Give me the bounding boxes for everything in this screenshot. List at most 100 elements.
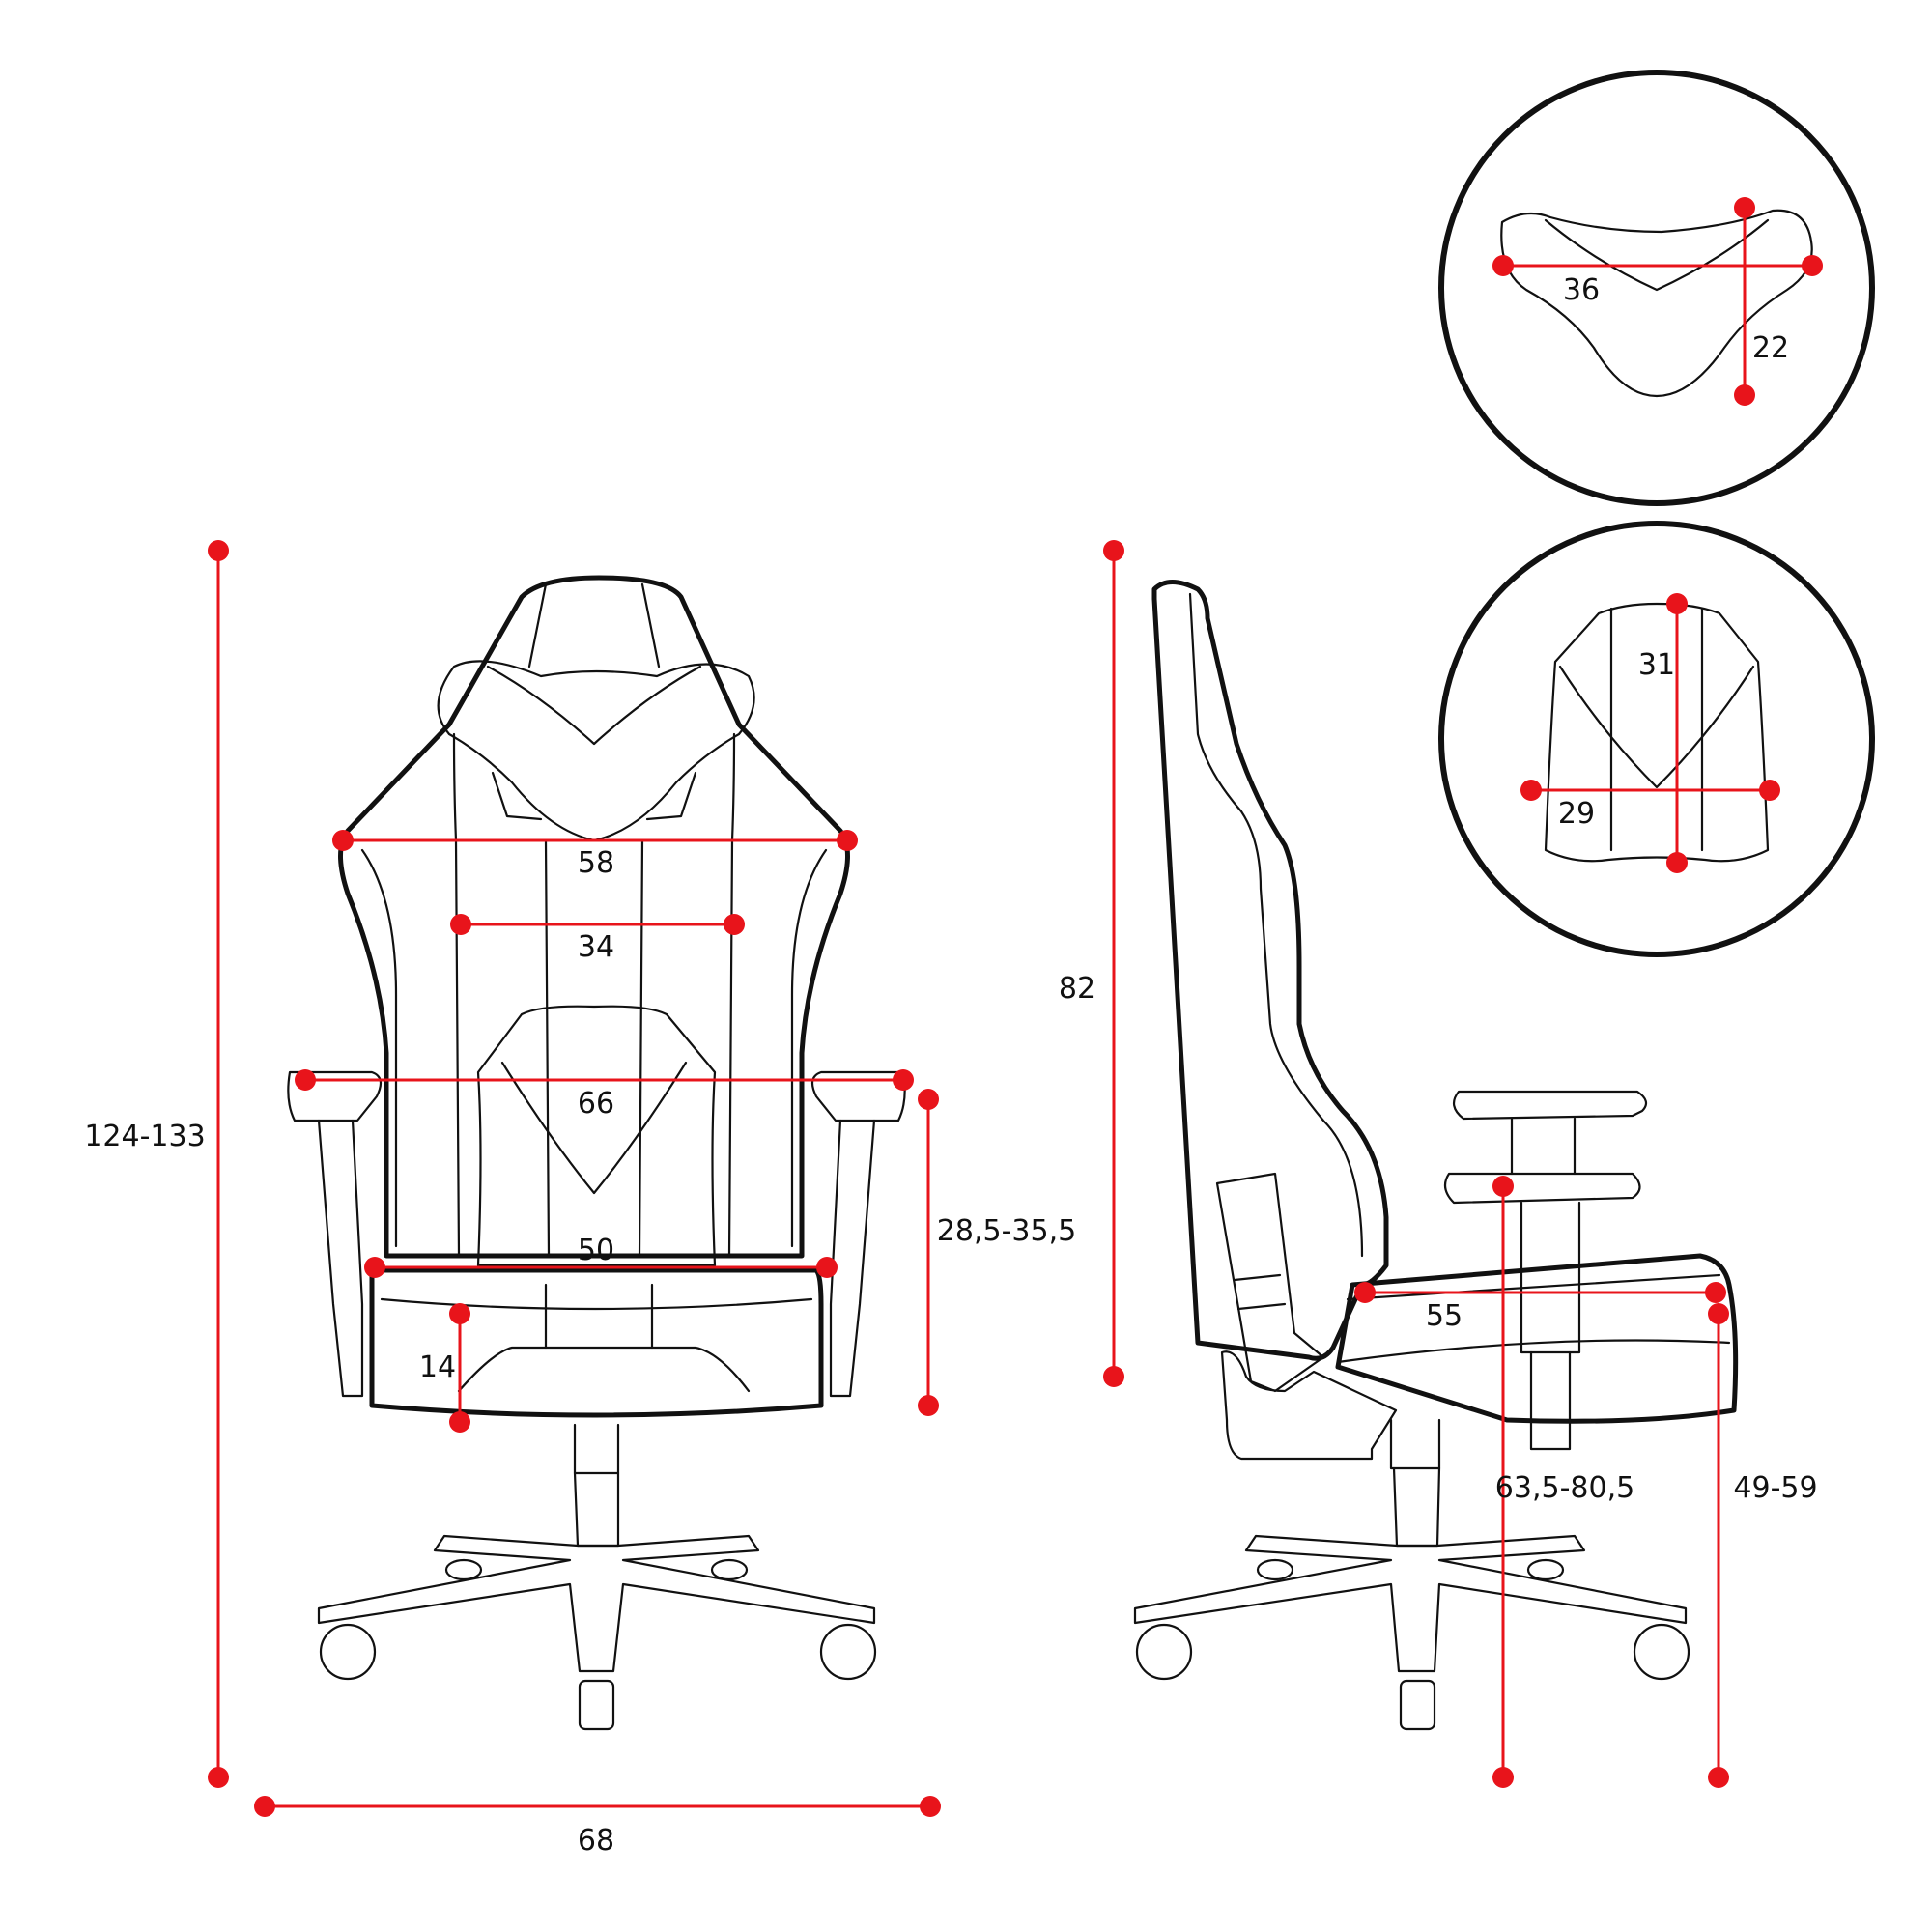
dim-lumbar-width-dot-right (1759, 780, 1780, 801)
side-caster-back-left (1256, 1558, 1294, 1581)
dim-armrest-height-dot-top (918, 1089, 939, 1110)
side-recline-bracket-line-1 (1233, 1273, 1282, 1282)
front-lumbar-pillow (476, 1005, 717, 1267)
dim-shoulder-width-dot-right (837, 830, 858, 851)
dim-seat-height-label: 49-59 (1733, 1471, 1817, 1505)
front-backrest-center-stripe-right (638, 838, 644, 1258)
dim-headrest-width-label: 36 (1563, 273, 1600, 307)
front-armrest-right-post (829, 1119, 876, 1398)
dim-headrest-height-label: 22 (1752, 331, 1789, 365)
side-caster-back-right (1526, 1558, 1565, 1581)
headrest-dimensions: 36 22 (1492, 197, 1823, 406)
side-caster-left (1135, 1623, 1193, 1681)
front-lumbar-pillow-seam (500, 1061, 688, 1195)
side-seat-top-line (1346, 1273, 1721, 1301)
front-caster-right (819, 1623, 877, 1681)
front-armrest-left-pad (287, 1070, 383, 1122)
front-backrest-shell (338, 575, 850, 1259)
side-armrest-lower-pad (1443, 1172, 1641, 1205)
front-gas-lift-upper (573, 1423, 620, 1475)
front-armrest-left-post (317, 1119, 364, 1398)
dim-base-width-dot-right (920, 1796, 941, 1817)
dim-armrest-floor-dot-bottom (1492, 1767, 1514, 1788)
side-gas-lift-lower (1392, 1466, 1441, 1548)
side-caster-center (1399, 1679, 1436, 1731)
dim-armrest-width-dot-right (893, 1069, 914, 1091)
dim-seat-depth-label: 55 (1426, 1299, 1463, 1333)
side-caster-right (1633, 1623, 1690, 1681)
front-view-chair (287, 575, 906, 1731)
headrest-detail-frame (1438, 70, 1875, 506)
dim-seat-width-dot-right (816, 1257, 838, 1278)
dim-seat-width-label: 50 (578, 1234, 614, 1267)
front-base-star (317, 1534, 876, 1673)
dim-backrest-height-dot-top (1103, 540, 1124, 561)
front-headrest-strap-left (491, 771, 543, 821)
dim-headrest-width-dot-right (1802, 255, 1823, 276)
dim-lumbar-width-label: 29 (1558, 797, 1595, 831)
dim-armrest-height-label: 28,5-35,5 (937, 1214, 1076, 1248)
dim-lumbar-height-dot-bottom (1666, 852, 1688, 873)
dim-seat-depth-dot-right (1705, 1282, 1726, 1303)
lumbar-dimensions: 31 29 (1520, 593, 1780, 873)
dim-headrest-width-dot-left (1492, 255, 1514, 276)
side-backrest-shell (1151, 580, 1389, 1361)
dim-backrest-height-label: 82 (1059, 972, 1095, 1006)
dim-backrest-height-dot-bottom (1103, 1366, 1124, 1387)
dim-armrest-width-dot-left (295, 1069, 316, 1091)
headrest-detail (1438, 70, 1875, 506)
dim-backrest-inner-dot-right (724, 914, 745, 935)
lumbar-pillow-seam (1558, 665, 1755, 789)
dim-armrest-width-label: 66 (578, 1087, 614, 1121)
dim-seat-cushion-dot-bottom (449, 1411, 470, 1433)
dim-total-height-dot-top (208, 540, 229, 561)
dim-seat-cushion-label: 14 (419, 1350, 456, 1384)
front-backrest-inner-right (790, 848, 828, 1248)
front-seat-front-edge (380, 1297, 813, 1311)
front-backrest-panel-left (452, 732, 461, 1258)
front-headrest-pillow (437, 660, 755, 842)
front-dimensions: 124-133 58 34 66 50 14 28,5-35,5 (84, 540, 1076, 1858)
dim-headrest-height-dot-top (1734, 197, 1755, 218)
dim-base-width-label: 68 (578, 1824, 614, 1858)
headrest-pillow-seam (1544, 218, 1770, 292)
side-seat-mechanism (1220, 1350, 1398, 1461)
front-caster-center (578, 1679, 615, 1731)
dim-lumbar-height-label: 31 (1638, 648, 1675, 682)
front-backrest-panel-right (727, 732, 736, 1258)
side-seat-cushion (1335, 1253, 1739, 1424)
front-backrest-inner-left (360, 848, 398, 1248)
dim-lumbar-height-dot-top (1666, 593, 1688, 614)
side-armrest-post (1510, 1117, 1581, 1354)
dim-armrest-floor-dot-top (1492, 1176, 1514, 1197)
dim-armrest-floor-label: 63,5-80,5 (1495, 1471, 1634, 1505)
dim-shoulder-width-dot-left (332, 830, 354, 851)
front-top-stripe-left (527, 582, 548, 668)
dim-seat-height-dot-top (1708, 1303, 1729, 1324)
dim-backrest-inner-label: 34 (578, 930, 614, 964)
side-gas-lift-upper (1389, 1418, 1441, 1470)
front-top-stripe-right (640, 582, 661, 668)
dim-armrest-height-dot-bottom (918, 1395, 939, 1416)
dim-seat-width-dot-left (364, 1257, 385, 1278)
front-seat-front-panel (457, 1346, 751, 1393)
front-caster-back-right (710, 1558, 749, 1581)
side-armrest-upper-pad (1452, 1090, 1648, 1121)
dim-total-height-label: 124-133 (84, 1120, 205, 1153)
dim-backrest-inner-dot-left (450, 914, 471, 935)
front-caster-back-left (444, 1558, 483, 1581)
side-recline-bracket-line-2 (1236, 1302, 1287, 1311)
side-base-star (1133, 1534, 1688, 1673)
dim-base-width-dot-left (254, 1796, 275, 1817)
dim-seat-height-dot-bottom (1708, 1767, 1729, 1788)
front-backrest-center-stripe-left (544, 838, 551, 1258)
front-seat-cushion (369, 1267, 824, 1418)
dim-shoulder-width-label: 58 (578, 846, 614, 880)
front-headrest-pillow-seam (486, 665, 702, 746)
lumbar-pillow-outline (1544, 602, 1770, 863)
lumbar-detail-frame (1438, 521, 1875, 957)
side-backrest-inner-line (1188, 592, 1364, 1258)
side-seat-bottom-line (1336, 1339, 1731, 1364)
lumbar-detail (1438, 521, 1875, 957)
